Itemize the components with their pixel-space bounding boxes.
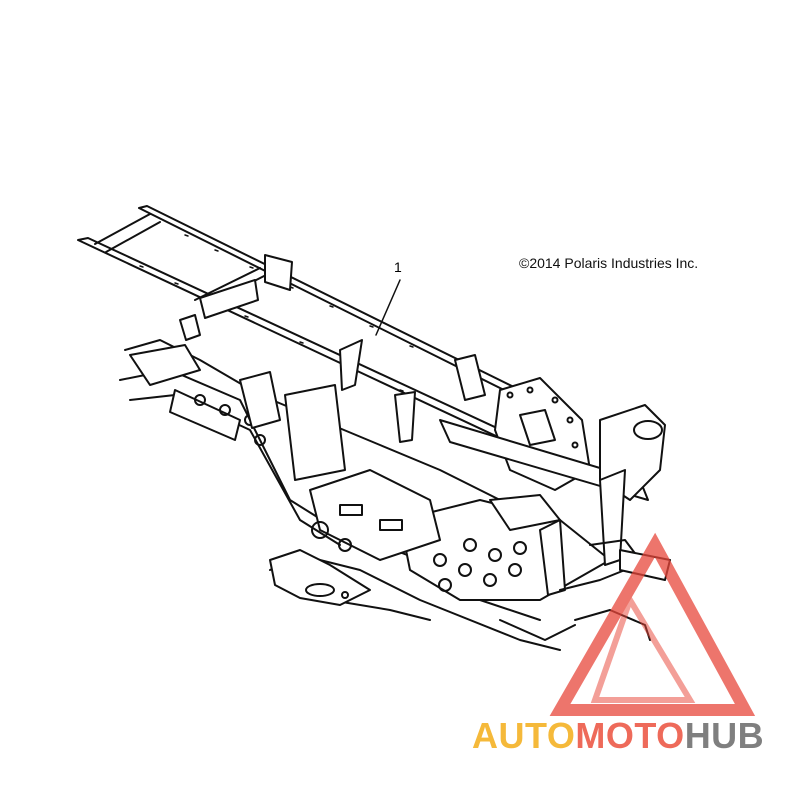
logo-part-hub: HUB — [684, 715, 765, 756]
left-footrest — [269, 549, 371, 606]
copyright-notice: ©2014 Polaris Industries Inc. — [519, 255, 699, 271]
part-callout-number: 1 — [394, 259, 402, 275]
watermark-logo: AUTOMOTOHUB — [472, 715, 764, 757]
logo-part-auto: AUTO — [472, 715, 576, 756]
mid-uprights — [239, 339, 486, 481]
watermark-triangle-icon — [549, 532, 756, 716]
front-crossmember — [439, 404, 666, 596]
rear-brackets — [179, 254, 293, 341]
logo-part-moto: MOTO — [575, 715, 685, 756]
rear-left-section — [129, 344, 266, 446]
rear-rail-upper — [77, 205, 541, 453]
center-console — [309, 469, 441, 561]
callout-leader — [375, 279, 401, 336]
